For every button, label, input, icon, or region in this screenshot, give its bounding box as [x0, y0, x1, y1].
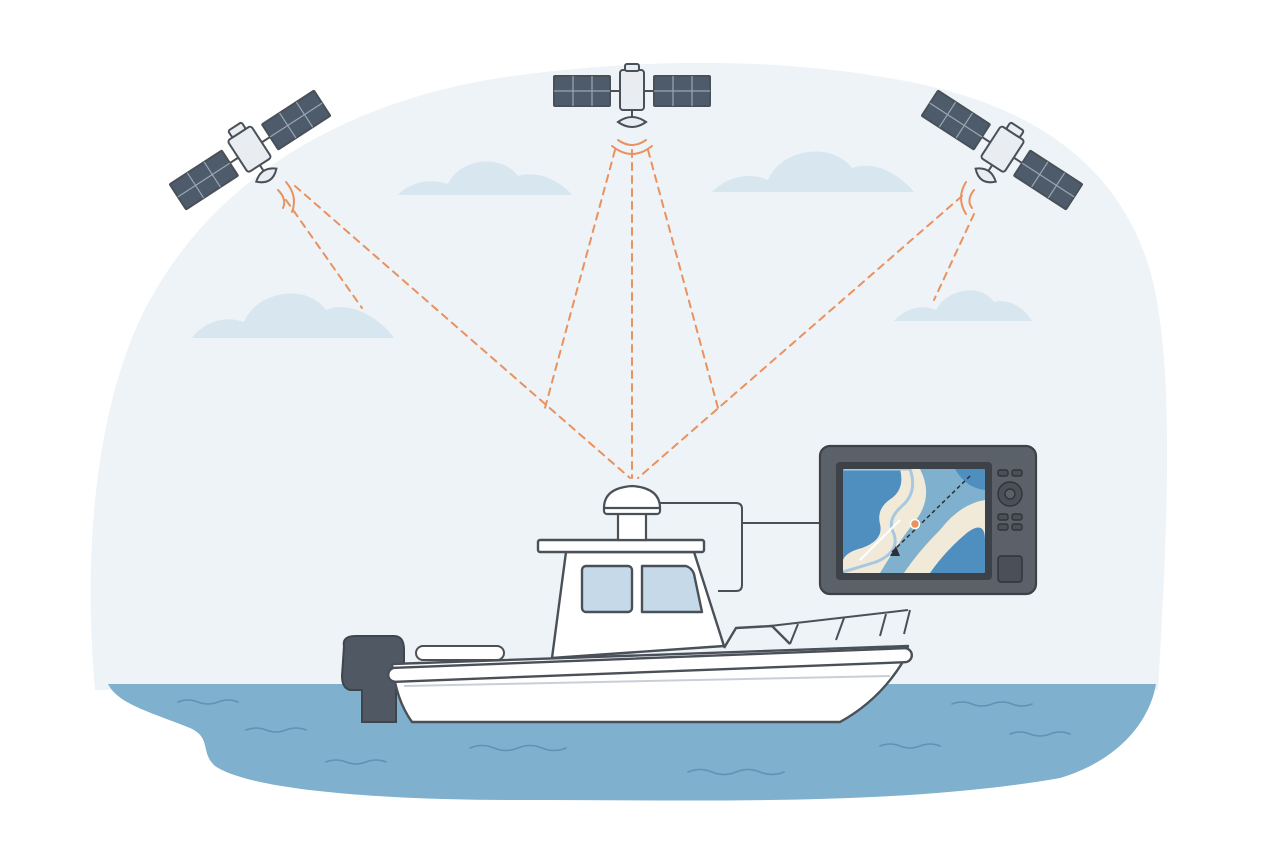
chartplotter-icon [818, 444, 1038, 596]
signal-line [647, 149, 719, 409]
satellite-icon [553, 63, 711, 128]
signal-arc [617, 139, 647, 146]
signal-line [294, 185, 631, 479]
cloud [894, 290, 1032, 321]
cabin-window [640, 564, 704, 614]
signal-arc [277, 189, 286, 209]
gps-antenna-icon [602, 484, 662, 542]
cabin-roof [536, 538, 706, 554]
signal-arc [968, 189, 975, 209]
satellite-icon [169, 89, 331, 211]
boat-railing [415, 609, 911, 661]
outboard-motor [340, 635, 405, 723]
signal-arc [611, 145, 653, 155]
signal-line [637, 195, 963, 479]
windshield [722, 624, 791, 649]
signal-line [285, 199, 363, 309]
wave-lines [177, 699, 1071, 776]
cloud [398, 161, 572, 195]
satellite-icon [921, 89, 1083, 211]
signal-arc [960, 181, 967, 215]
signal-lines [285, 149, 975, 479]
signal-arc [285, 181, 295, 213]
cloud [712, 151, 914, 192]
cabin-window [580, 564, 634, 614]
control-buttons [997, 469, 1023, 583]
boat-icon [386, 538, 914, 724]
signal-line [933, 213, 975, 301]
signal-line [544, 149, 616, 409]
nav-chart-screen [843, 469, 985, 573]
cloud [192, 293, 394, 338]
antenna-cable [660, 502, 820, 592]
